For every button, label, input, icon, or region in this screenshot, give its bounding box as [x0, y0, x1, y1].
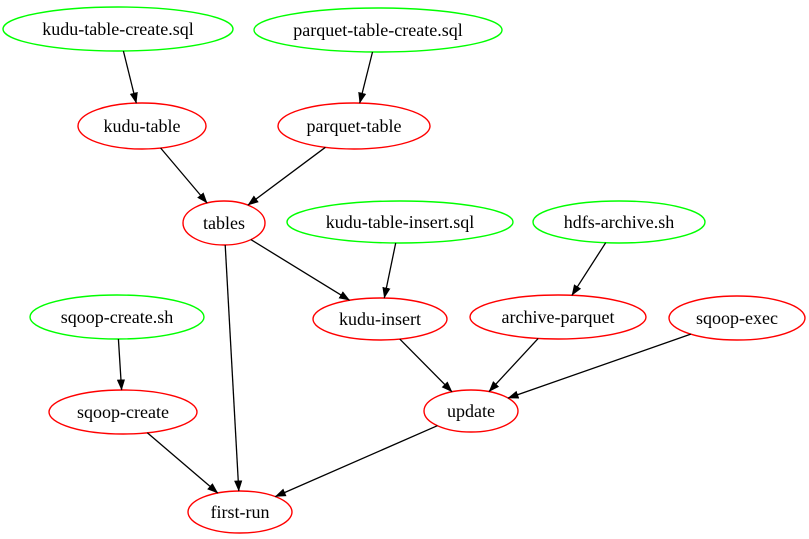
node-parquet-table: parquet-table: [277, 102, 431, 150]
node-ellipse: [668, 295, 806, 341]
node-first-run: first-run: [187, 490, 293, 534]
edge-sqoop-create-to-first-run: [146, 432, 219, 494]
edge-tables-to-kudu-insert: [250, 239, 351, 301]
node-ellipse: [312, 297, 448, 341]
node-parquet-table-create.sql: parquet-table-create.sql: [253, 7, 503, 53]
edge-update-to-first-run: [274, 425, 438, 498]
node-ellipse: [532, 200, 706, 244]
node-label: update: [447, 401, 495, 421]
node-label: kudu-insert: [339, 309, 421, 329]
edge-archive-parquet-to-update: [488, 337, 539, 393]
node-update: update: [423, 389, 519, 433]
edge-parquet-table-to-tables: [247, 146, 326, 206]
node-ellipse: [77, 102, 207, 150]
node-ellipse: [182, 200, 266, 246]
edge-kudu-table-insert.sql-to-kudu-insert: [382, 242, 397, 299]
node-label: sqoop-create: [77, 402, 169, 422]
node-label: kudu-table: [104, 116, 181, 136]
node-label: kudu-table-insert.sql: [326, 212, 474, 232]
edge-tables-to-first-run: [224, 244, 243, 492]
node-kudu-table: kudu-table: [77, 102, 207, 150]
node-tables: tables: [182, 200, 266, 246]
node-sqoop-create: sqoop-create: [48, 389, 198, 435]
node-ellipse: [469, 294, 647, 340]
node-kudu-table-insert.sql: kudu-table-insert.sql: [286, 200, 514, 244]
node-label: kudu-table-create.sql: [42, 19, 193, 39]
node-sqoop-exec: sqoop-exec: [668, 295, 806, 341]
edge-parquet-table-create.sql-to-parquet-table: [358, 51, 374, 104]
edge-kudu-table-create.sql-to-kudu-table: [122, 50, 138, 104]
node-kudu-insert: kudu-insert: [312, 297, 448, 341]
node-label: tables: [203, 213, 245, 233]
node-ellipse: [253, 7, 503, 53]
node-ellipse: [2, 6, 234, 52]
node-archive-parquet: archive-parquet: [469, 294, 647, 340]
node-label: parquet-table: [307, 116, 402, 136]
node-label: sqoop-create.sh: [61, 307, 173, 327]
node-kudu-table-create.sql: kudu-table-create.sql: [2, 6, 234, 52]
node-label: parquet-table-create.sql: [293, 20, 462, 40]
edge-sqoop-exec-to-update: [507, 333, 692, 399]
node-ellipse: [29, 294, 205, 340]
node-label: archive-parquet: [502, 307, 615, 327]
edge-kudu-table-to-tables: [160, 147, 208, 204]
node-sqoop-create.sh: sqoop-create.sh: [29, 294, 205, 340]
node-label: first-run: [211, 502, 270, 522]
node-label: hdfs-archive.sh: [564, 212, 674, 232]
node-ellipse: [277, 102, 431, 150]
edge-hdfs-archive.sh-to-archive-parquet: [571, 242, 607, 296]
node-label: sqoop-exec: [696, 308, 778, 328]
node-ellipse: [286, 200, 514, 244]
edge-sqoop-create.sh-to-sqoop-create: [116, 338, 126, 391]
node-hdfs-archive.sh: hdfs-archive.sh: [532, 200, 706, 244]
edge-kudu-insert-to-update: [399, 338, 453, 393]
node-ellipse: [423, 389, 519, 433]
